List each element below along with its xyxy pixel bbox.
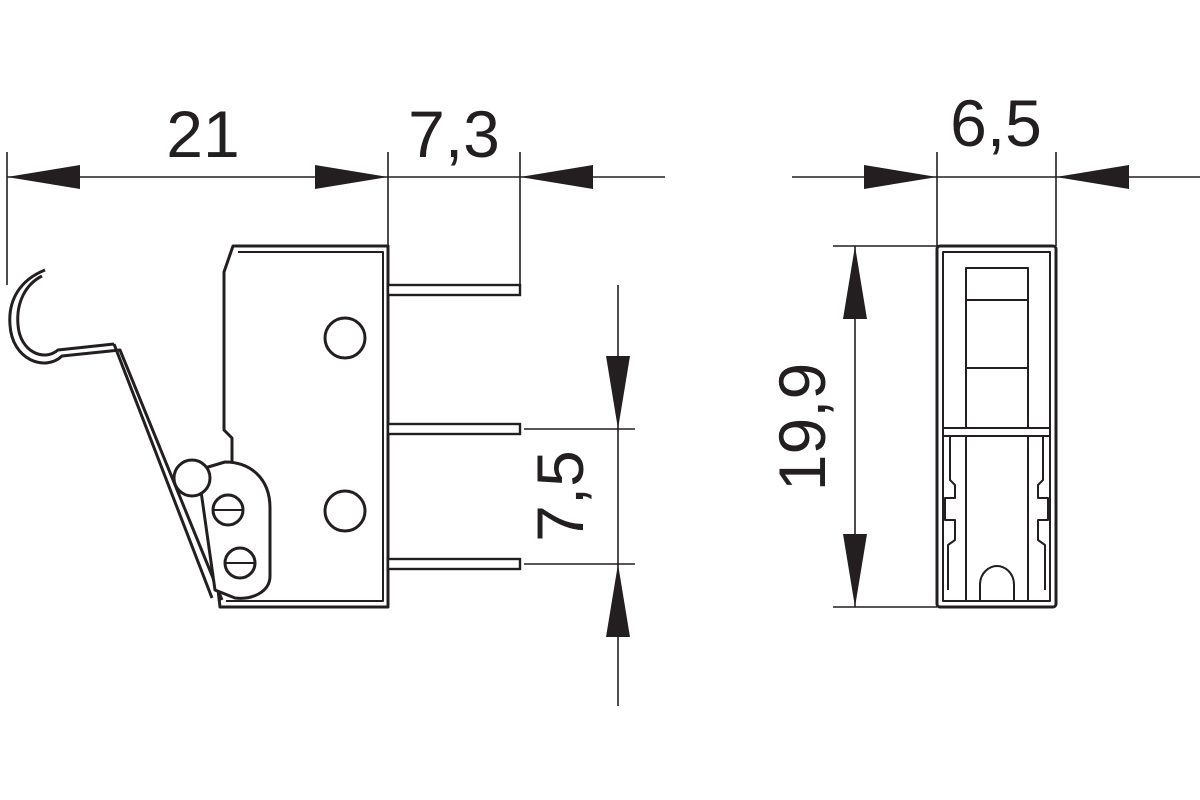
dimension-pin-spacing: 7,5 <box>523 285 635 706</box>
front-terminal-left <box>944 436 956 590</box>
arrow-width-right <box>1056 165 1129 189</box>
dimension-label-19-9: 19,9 <box>765 363 839 491</box>
dimension-width: 6,5 <box>792 86 1200 246</box>
roller <box>172 458 212 498</box>
arrow-pin-start <box>520 165 593 189</box>
lever-arm-inner <box>112 343 214 599</box>
pin-lower <box>386 557 522 571</box>
front-view: 6,5 19,9 <box>765 86 1200 609</box>
mounting-hole-upper <box>323 316 367 360</box>
dimension-height: 19,9 <box>765 245 937 608</box>
front-plunger <box>965 300 1029 428</box>
arrow-left-start <box>7 165 80 189</box>
dimension-label-21: 21 <box>166 97 239 171</box>
arrow-height-top <box>843 246 867 319</box>
arrow-width-left <box>864 165 937 189</box>
dimension-label-6-5: 6,5 <box>950 86 1042 160</box>
front-terminal-right <box>1037 436 1049 590</box>
lever-actuator <box>8 268 272 601</box>
front-actuator-slot <box>965 267 1029 301</box>
pin-middle <box>386 422 522 436</box>
dimension-label-7-3: 7,3 <box>408 97 500 171</box>
side-view: 21 7,3 7,5 <box>6 97 665 706</box>
arrow-height-bottom <box>843 534 867 607</box>
mounting-hole-lower <box>323 489 367 533</box>
pin-upper <box>386 283 522 297</box>
arrow-spacing-top <box>606 356 630 429</box>
arrow-body-end <box>315 165 388 189</box>
switch-body-top-inner <box>226 251 384 602</box>
dimension-label-7-5: 7,5 <box>523 450 597 542</box>
dimension-length: 21 7,3 <box>6 97 665 290</box>
front-inner-walls <box>965 436 1029 601</box>
front-body-inner <box>942 251 1051 602</box>
arrow-spacing-bottom <box>606 564 630 637</box>
front-bottom-notch <box>979 565 1015 601</box>
lever-hook <box>8 268 224 601</box>
lever-hook-inner <box>16 274 115 357</box>
